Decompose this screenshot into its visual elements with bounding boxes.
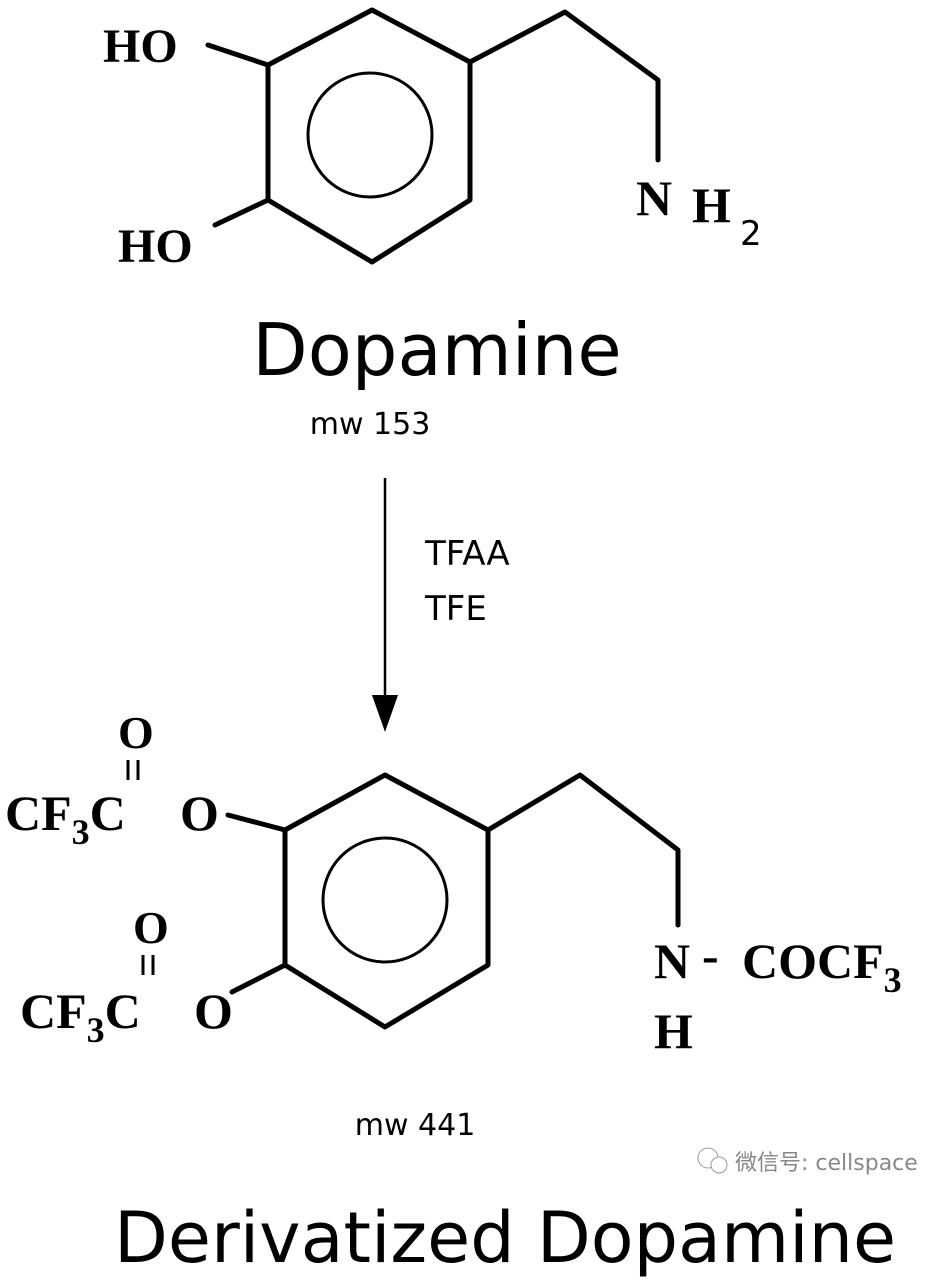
dopamine-structure: HO HO N H 2 (103, 7, 762, 273)
amide-h-label: H (654, 1003, 693, 1059)
derivatized-structure: O CF3C O O CF3C O N - H COCF3 (5, 707, 902, 1059)
reagent-2: TFE (424, 589, 487, 629)
bond (205, 42, 271, 68)
ethyl-chain (467, 9, 661, 163)
amide-n-label: N (654, 933, 690, 989)
benzene-ring (282, 772, 491, 1030)
carbonyl-o-top: O (118, 707, 154, 758)
bond (225, 812, 288, 833)
aromatic-circle (306, 71, 434, 199)
bond (229, 962, 288, 995)
ester-o-bottom: O (194, 983, 233, 1039)
bond (212, 197, 271, 228)
wechat-watermark: 微信号: cellspace (697, 1147, 918, 1176)
aromatic-circle (321, 836, 449, 964)
amine-subscript: 2 (740, 214, 762, 254)
amide-dash: - (702, 927, 719, 983)
ho-bottom-label: HO (118, 220, 193, 273)
carbonyl-o-bottom: O (133, 902, 169, 953)
amine-h-label: H (692, 177, 731, 233)
reagent-1: TFAA (424, 534, 510, 574)
product-mw: mw 441 (355, 1108, 476, 1143)
benzene-ring (265, 7, 473, 265)
product-name: Derivatized Dopamine (114, 1197, 896, 1279)
ester-o-top: O (180, 785, 219, 841)
reactant-name: Dopamine (252, 308, 621, 392)
ho-top-label: HO (103, 20, 178, 73)
reactant-mw: mw 153 (310, 407, 431, 442)
cocf3-label: COCF3 (742, 933, 902, 1000)
cf3c-top: CF3C (5, 785, 126, 852)
watermark-text: 微信号: cellspace (735, 1151, 918, 1176)
cf3c-bottom: CF3C (20, 983, 141, 1050)
amine-n-label: N (636, 170, 672, 226)
ethyl-chain (485, 772, 681, 928)
arrow-head-icon (372, 695, 398, 732)
